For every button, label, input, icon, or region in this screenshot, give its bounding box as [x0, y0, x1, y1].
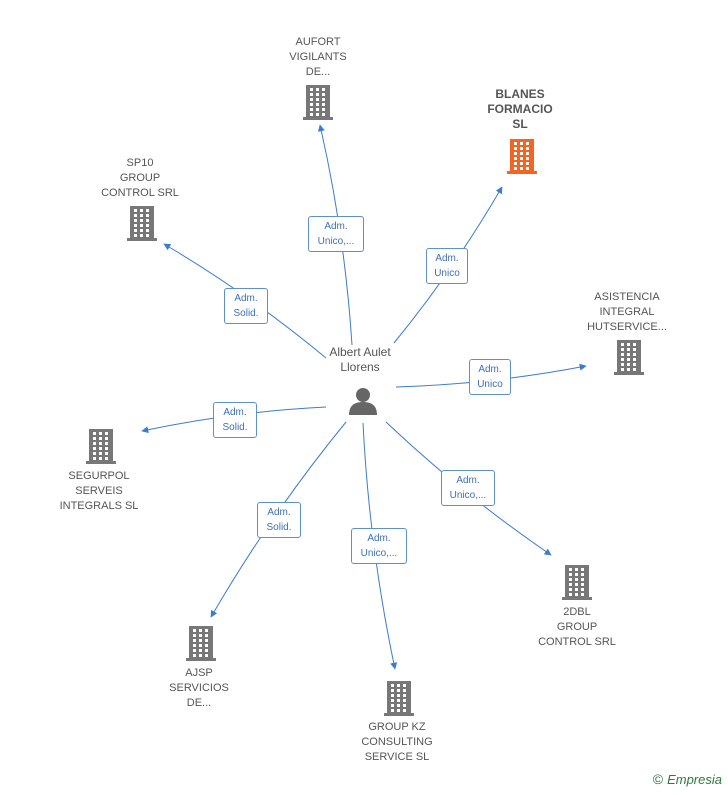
company-label-sp10[interactable]: SP10 GROUP CONTROL SRL — [101, 157, 179, 199]
company-label-groupkz[interactable]: GROUP KZ CONSULTING SERVICE SL — [361, 721, 433, 763]
company-label-2dbl[interactable]: 2DBL GROUP CONTROL SRL — [538, 606, 616, 648]
building-icon[interactable] — [383, 680, 415, 716]
company-label-aufort[interactable]: AUFORT VIGILANTS DE... — [289, 36, 347, 78]
building-icon[interactable] — [126, 205, 158, 241]
building-icon[interactable] — [85, 428, 117, 464]
role-badge-segurpol[interactable]: Adm. Solid. — [213, 402, 257, 438]
role-badge-aufort[interactable]: Adm. Unico,... — [308, 216, 364, 252]
building-icon[interactable] — [185, 625, 217, 661]
building-icon[interactable] — [506, 138, 538, 174]
role-badge-2dbl[interactable]: Adm. Unico,... — [441, 470, 495, 506]
company-label-ajsp[interactable]: AJSP SERVICIOS DE... — [169, 667, 229, 709]
building-icon[interactable] — [613, 339, 645, 375]
role-badge-asistencia[interactable]: Adm. Unico — [469, 359, 511, 395]
footer-brand: ©Empresia — [653, 771, 722, 787]
role-badge-sp10[interactable]: Adm. Solid. — [224, 288, 268, 324]
role-badge-blanes[interactable]: Adm. Unico — [426, 248, 468, 284]
role-badge-ajsp[interactable]: Adm. Solid. — [257, 502, 301, 538]
company-label-blanes[interactable]: BLANES FORMACIO SL — [487, 87, 553, 131]
person-name-label[interactable]: Albert Aulet Llorens — [329, 345, 391, 374]
copyright-symbol: © — [652, 771, 664, 787]
person-icon[interactable] — [348, 386, 378, 416]
brand-name[interactable]: Empresia — [667, 772, 722, 787]
company-label-segurpol[interactable]: SEGURPOL SERVEIS INTEGRALS SL — [59, 470, 139, 512]
role-badge-groupkz[interactable]: Adm. Unico,... — [351, 528, 407, 564]
company-label-asistencia[interactable]: ASISTENCIA INTEGRAL HUTSERVICE... — [587, 291, 667, 333]
building-icon[interactable] — [561, 564, 593, 600]
building-icon[interactable] — [302, 84, 334, 120]
